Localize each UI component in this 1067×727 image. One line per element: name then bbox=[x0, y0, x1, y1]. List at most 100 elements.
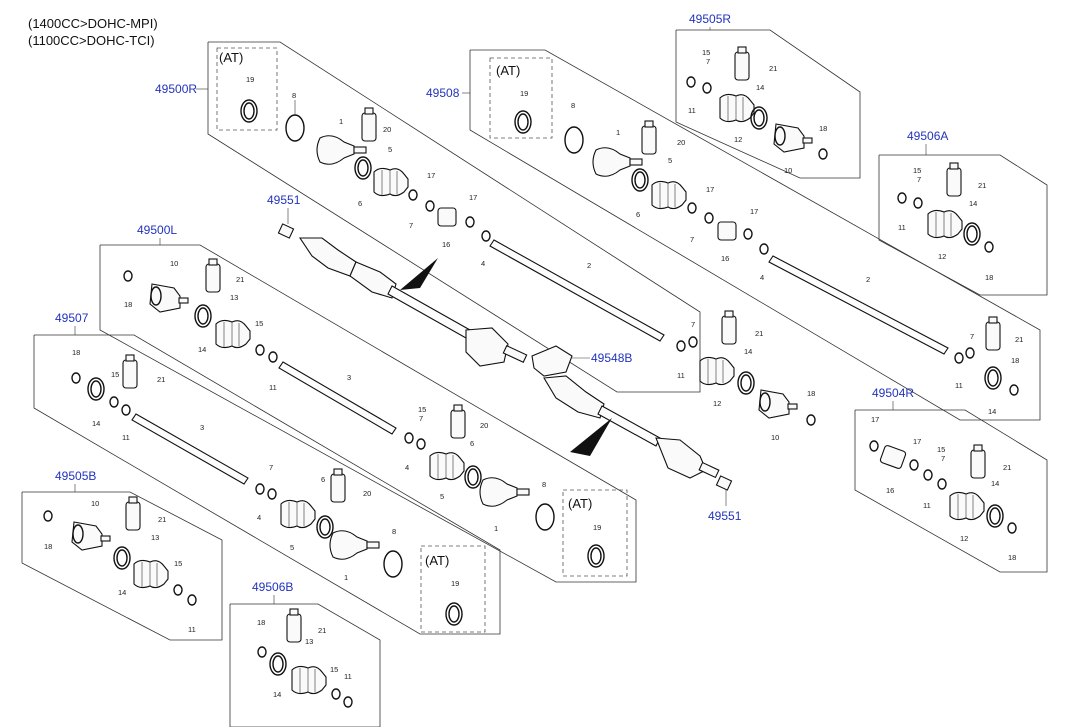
pn-17-d: 17 bbox=[750, 207, 758, 216]
pn-14-c: 14 bbox=[756, 83, 764, 92]
pointer-wedge-bottom bbox=[570, 418, 612, 456]
pn-11-e: 11 bbox=[269, 383, 277, 392]
pn-20-a: 20 bbox=[383, 125, 391, 134]
pn-10-c: 10 bbox=[170, 259, 178, 268]
pn-20-d: 20 bbox=[363, 489, 371, 498]
pn-17-a: 17 bbox=[427, 171, 435, 180]
pn-7-h: 7 bbox=[269, 463, 273, 472]
pn-18-i: 18 bbox=[257, 618, 265, 627]
label-49506B[interactable]: 49506B bbox=[252, 580, 293, 594]
label-49500R[interactable]: 49500R bbox=[155, 82, 197, 96]
pn-5-d: 5 bbox=[290, 543, 294, 552]
label-49551-top[interactable]: 49551 bbox=[267, 193, 301, 207]
pn-16-b: 16 bbox=[721, 254, 729, 263]
pn-20-b: 20 bbox=[677, 138, 685, 147]
label-49504R[interactable]: 49504R bbox=[872, 386, 914, 400]
pn-14-i: 14 bbox=[273, 690, 281, 699]
pn-21-c: 21 bbox=[769, 64, 777, 73]
label-49506A[interactable]: 49506A bbox=[907, 129, 948, 143]
pn-12-d: 12 bbox=[960, 534, 968, 543]
pn-13-c: 13 bbox=[305, 637, 313, 646]
pn-13-b: 13 bbox=[151, 533, 159, 542]
panel-49500L: 49500L 18 10 21 14 13 15 11 3 4 15 7 20 … bbox=[99, 223, 637, 583]
pn-17-f: 17 bbox=[913, 437, 921, 446]
pn-18-f: 18 bbox=[72, 348, 80, 357]
pn-19-c: 19 bbox=[593, 523, 601, 532]
at-label-49507: (AT) bbox=[425, 553, 449, 568]
pn-18-e: 18 bbox=[124, 300, 132, 309]
pn-15-g: 15 bbox=[174, 559, 182, 568]
pn-21-b: 21 bbox=[1015, 335, 1023, 344]
pn-15-b: 15 bbox=[913, 166, 921, 175]
pn-14-d: 14 bbox=[969, 199, 977, 208]
label-49507[interactable]: 49507 bbox=[55, 311, 89, 325]
pn-18-a: 18 bbox=[807, 389, 815, 398]
pn-8-b: 8 bbox=[571, 101, 575, 110]
pn-13-a: 13 bbox=[230, 293, 238, 302]
pn-15-a: 15 bbox=[702, 48, 710, 57]
pn-21-d: 21 bbox=[978, 181, 986, 190]
pn-5-b: 5 bbox=[668, 156, 672, 165]
pn-7-b: 7 bbox=[691, 320, 695, 329]
label-49508[interactable]: 49508 bbox=[426, 86, 460, 100]
pn-18-b: 18 bbox=[1011, 356, 1019, 365]
pn-21-e: 21 bbox=[236, 275, 244, 284]
panel-49507: 49507 18 21 14 15 11 3 4 7 5 20 6 1 8 (A… bbox=[33, 311, 501, 635]
pn-2-b: 2 bbox=[866, 275, 870, 284]
pn-11-c: 11 bbox=[688, 106, 696, 115]
pn-1-c: 1 bbox=[494, 524, 498, 533]
pn-11-f: 11 bbox=[122, 433, 130, 442]
pn-16-c: 16 bbox=[886, 486, 894, 495]
pn-2-a: 2 bbox=[587, 261, 591, 270]
pn-6-b: 6 bbox=[636, 210, 640, 219]
panel-49500R: (AT) 19 49500R 8 1 20 6 5 7 17 16 17 4 2… bbox=[155, 41, 816, 442]
pn-10-d: 10 bbox=[91, 499, 99, 508]
pn-21-f: 21 bbox=[157, 375, 165, 384]
pn-14-h: 14 bbox=[118, 588, 126, 597]
pn-3-a: 3 bbox=[347, 373, 351, 382]
at-label-49508: (AT) bbox=[496, 63, 520, 78]
pn-4-d: 4 bbox=[257, 513, 261, 522]
panel-49506A: 49506A 11 15 7 21 12 14 18 bbox=[878, 129, 1048, 296]
center-assembly: 49551 49548B 49551 bbox=[267, 193, 742, 523]
engine-spec-line1: (1400CC>DOHC-MPI) bbox=[28, 16, 158, 31]
label-49548B[interactable]: 49548B bbox=[591, 351, 632, 365]
engine-spec-line2: (1100CC>DOHC-TCI) bbox=[28, 33, 155, 48]
pn-17-e: 17 bbox=[871, 415, 879, 424]
pn-4-b: 4 bbox=[760, 273, 764, 282]
pn-11-d: 11 bbox=[898, 223, 906, 232]
pn-14-b: 14 bbox=[988, 407, 996, 416]
pn-6-d: 6 bbox=[321, 475, 325, 484]
pn-11-h: 11 bbox=[188, 625, 196, 634]
pn-14-g: 14 bbox=[991, 479, 999, 488]
pn-1-b: 1 bbox=[616, 128, 620, 137]
pn-1-a: 1 bbox=[339, 117, 343, 126]
pn-14-f: 14 bbox=[92, 419, 100, 428]
label-49505R[interactable]: 49505R bbox=[689, 12, 731, 26]
pn-5-a: 5 bbox=[388, 145, 392, 154]
pn-11-i: 11 bbox=[344, 672, 352, 681]
pn-6-a: 6 bbox=[358, 199, 362, 208]
label-49500L[interactable]: 49500L bbox=[137, 223, 177, 237]
pn-19-d: 19 bbox=[451, 579, 459, 588]
pn-21-a: 21 bbox=[755, 329, 763, 338]
at-label-49500R: (AT) bbox=[219, 50, 243, 65]
pn-6-c: 6 bbox=[470, 439, 474, 448]
label-49551-bottom[interactable]: 49551 bbox=[708, 509, 742, 523]
pn-12-b: 12 bbox=[734, 135, 742, 144]
label-49505B[interactable]: 49505B bbox=[55, 469, 96, 483]
panel-49505B: 49505B 18 10 21 14 13 15 11 bbox=[21, 469, 223, 641]
pointer-wedge-top bbox=[400, 258, 438, 290]
pn-8-d: 8 bbox=[392, 527, 396, 536]
pn-17-b: 17 bbox=[469, 193, 477, 202]
pn-21-h: 21 bbox=[158, 515, 166, 524]
pn-12-c: 12 bbox=[938, 252, 946, 261]
pn-15-e: 15 bbox=[111, 370, 119, 379]
pn-18-d: 18 bbox=[985, 273, 993, 282]
panel-49504R: 49504R 17 16 17 11 15 7 21 12 14 18 bbox=[854, 386, 1048, 573]
panel-49506B: 49506B 18 21 14 13 15 11 bbox=[229, 580, 381, 727]
pn-21-g: 21 bbox=[1003, 463, 1011, 472]
pn-7-c: 7 bbox=[690, 235, 694, 244]
at-label-49500L: (AT) bbox=[568, 496, 592, 511]
pn-5-c: 5 bbox=[440, 492, 444, 501]
